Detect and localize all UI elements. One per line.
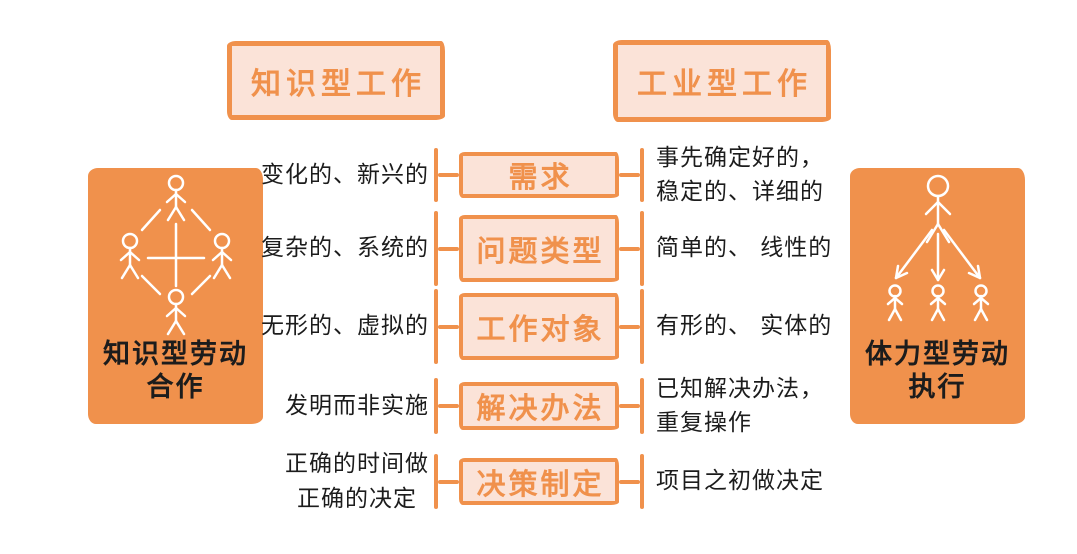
solution-knowledge-text: 发明而非实施 [285,392,429,419]
demand-knowledge-text: 变化的、新兴的 [261,161,429,188]
connector-line [438,324,459,329]
row-decision-making: 正确的时间做 正确的决定 决策制定 项目之初做决定 [135,451,1077,512]
connector-tick [640,148,644,202]
demand-industrial-label: 事先确定好的， 稳定的、详细的 [656,144,824,206]
row-work-object: 无形的、虚拟的 工作对象 有形的、 实体的 [135,289,1077,364]
demand-knowledge-label: 变化的、新兴的 [135,158,434,193]
decision-knowledge-text: 正确的时间做 正确的决定 [285,451,429,512]
problem-type-knowledge-label: 复杂的、系统的 [135,231,434,266]
connector-line [619,246,640,251]
connector-line [619,173,640,177]
row-solution: 发明而非实施 解决办法 已知解决办法， 重复操作 [135,376,1077,437]
demand-box-label: 需求 [508,160,573,194]
connector-tick [434,454,438,509]
problem-type-knowledge-text: 复杂的、系统的 [261,235,429,262]
work-object-box: 工作对象 [459,293,619,360]
header-industrial-work: 工业型工作 [613,40,831,122]
solution-box: 解决办法 [459,382,619,430]
solution-knowledge-label: 发明而非实施 [135,389,434,424]
row-demand: 变化的、新兴的 需求 事先确定好的， 稳定的、详细的 [135,145,1077,206]
work-object-industrial-label: 有形的、 实体的 [656,313,833,340]
physical-labor-caption: 体力型劳动 执行 [865,339,1010,403]
work-object-knowledge-text: 无形的、虚拟的 [261,313,429,340]
connector-line [438,404,459,408]
connector-tick [640,289,644,364]
problem-type-box-label: 问题类型 [476,233,605,268]
connector-tick [640,211,644,286]
demand-box: 需求 [459,152,619,198]
decision-making-box-label: 决策制定 [476,466,605,501]
connector-line [619,479,640,484]
connector-line [438,173,459,177]
collaboration-network-icon [119,174,233,336]
decision-knowledge-label: 正确的时间做 正确的决定 [135,447,434,516]
connector-line [619,404,640,408]
problem-type-industrial-label: 简单的、 线性的 [656,235,833,262]
decision-industrial-label: 项目之初做决定 [656,468,824,495]
work-object-box-label: 工作对象 [476,311,605,346]
connector-line [438,479,459,484]
header-knowledge-work: 知识型工作 [227,41,445,120]
knowledge-labor-panel: 知识型劳动 合作 [88,168,263,424]
header-knowledge-work-label: 知识型工作 [251,66,426,102]
connector-line [619,324,640,329]
connector-tick [434,378,438,434]
connector-tick [640,378,644,434]
work-object-knowledge-label: 无形的、虚拟的 [135,309,434,344]
problem-type-box: 问题类型 [459,215,619,282]
connector-tick [434,289,438,364]
connector-tick [434,211,438,286]
physical-labor-panel: 体力型劳动 执行 [850,168,1025,424]
solution-box-label: 解决办法 [476,391,605,425]
connector-tick [434,148,438,202]
row-problem-type: 复杂的、系统的 问题类型 简单的、 线性的 [135,211,1077,286]
header-industrial-work-label: 工业型工作 [637,67,812,102]
hierarchy-delegation-icon [886,174,990,322]
knowledge-labor-caption: 知识型劳动 合作 [103,339,248,403]
connector-line [438,246,459,251]
decision-making-box: 决策制定 [459,458,619,505]
connector-tick [640,454,644,509]
solution-industrial-label: 已知解决办法， 重复操作 [656,375,824,437]
